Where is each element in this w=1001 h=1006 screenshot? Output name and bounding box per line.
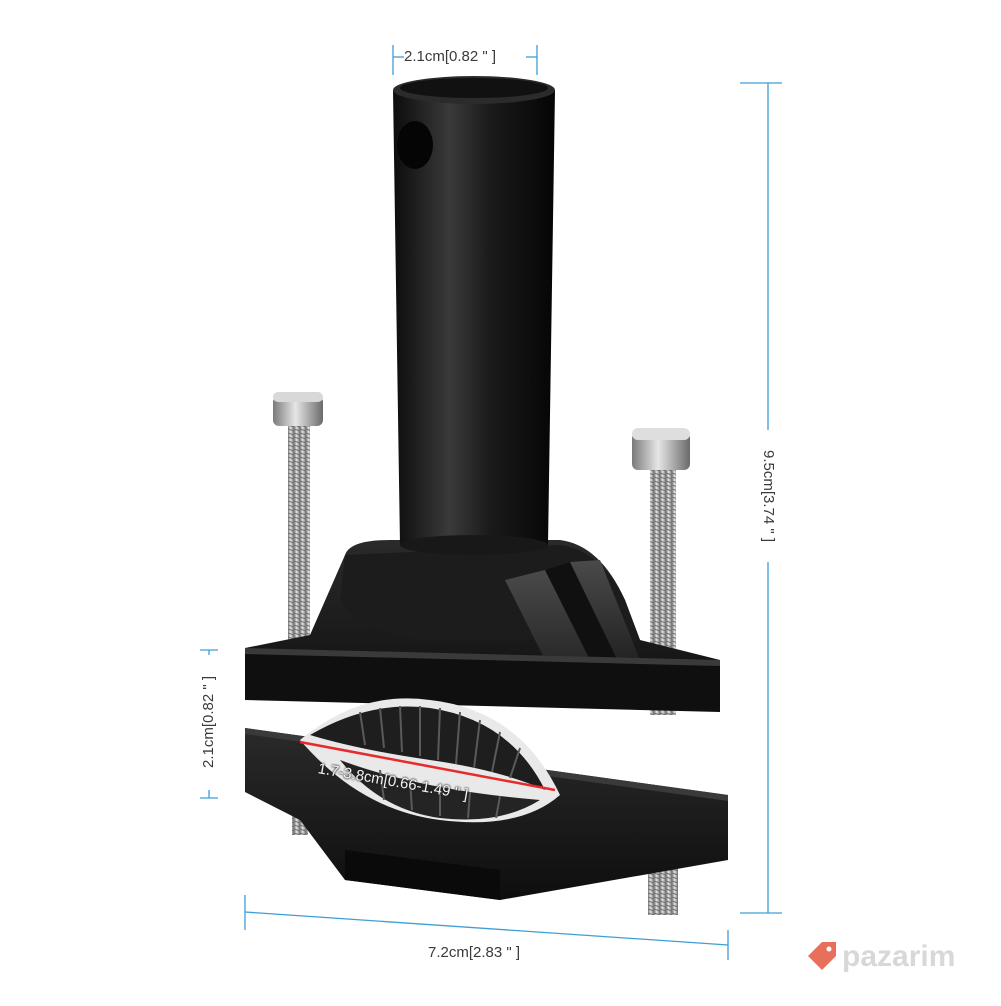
clamp-range-line xyxy=(299,740,556,792)
price-tag-icon xyxy=(808,942,836,970)
height-label: 9.5cm[3.74 " ] xyxy=(759,449,777,543)
mount-tube xyxy=(393,76,555,555)
watermark: pazarim xyxy=(806,940,955,974)
top-width-label: 2.1cm[0.82 " ] xyxy=(404,48,497,66)
base-width-label: 7.2cm[2.83 " ] xyxy=(428,944,521,962)
watermark-text: pazarim xyxy=(842,940,956,973)
clamp-height-label: 2.1cm[0.82 " ] xyxy=(200,675,218,769)
dimension-lines xyxy=(200,45,782,960)
upper-clamp-block xyxy=(245,540,720,712)
bolt-left xyxy=(273,392,323,835)
tube-hole xyxy=(397,121,433,169)
clamp-opening xyxy=(300,698,560,823)
